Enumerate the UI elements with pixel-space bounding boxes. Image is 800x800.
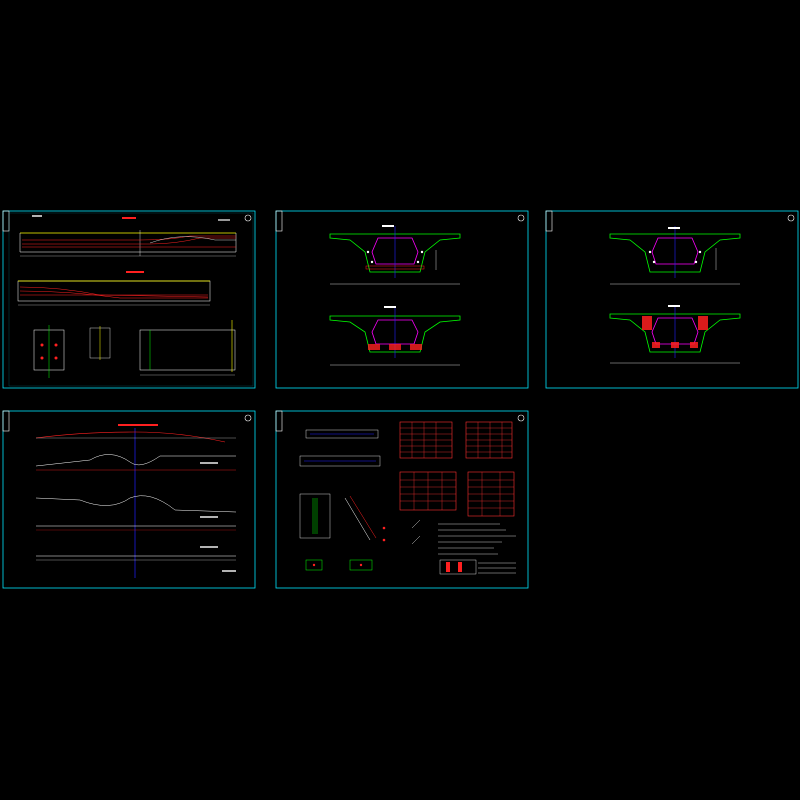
corner-circle-mark-icon [244, 414, 252, 422]
notes-block [438, 523, 516, 555]
sheet-5-details-tables [275, 410, 529, 589]
box-section-outline [609, 233, 741, 273]
sheet-1-inner-frame [8, 212, 254, 387]
quantity-table-1 [399, 421, 453, 459]
sheet-5-title-tab [275, 410, 283, 432]
corner-circle-mark-icon [244, 214, 252, 222]
sheet-3-border [545, 210, 799, 389]
sheet-4-border [2, 410, 256, 589]
box-section-outline [329, 233, 461, 273]
sheet-2-title-tab [275, 210, 283, 232]
sheet-4-tendon-profiles [2, 410, 256, 589]
corner-circle-mark-icon [517, 214, 525, 222]
sheet-5-border [275, 410, 529, 589]
box-section-outline [329, 315, 461, 353]
quantity-table-3 [399, 471, 457, 511]
quantity-table-4 [467, 471, 515, 517]
corner-circle-mark-icon [787, 214, 795, 222]
sheet-4-title-tab [2, 410, 10, 432]
sheet-3-title-tab [545, 210, 553, 232]
legend-block [439, 559, 516, 575]
sheet-3-box-sections [545, 210, 799, 389]
corner-circle-mark-icon [517, 414, 525, 422]
box-section-outline [609, 313, 741, 353]
quantity-table-2 [465, 421, 513, 459]
sheet-2-box-sections [275, 210, 529, 389]
sheet-2-border [275, 210, 529, 389]
sheet-1-title-tab [2, 210, 10, 232]
sheet-1-border [2, 210, 256, 389]
sheet-1-tendon-elevation [2, 210, 256, 389]
